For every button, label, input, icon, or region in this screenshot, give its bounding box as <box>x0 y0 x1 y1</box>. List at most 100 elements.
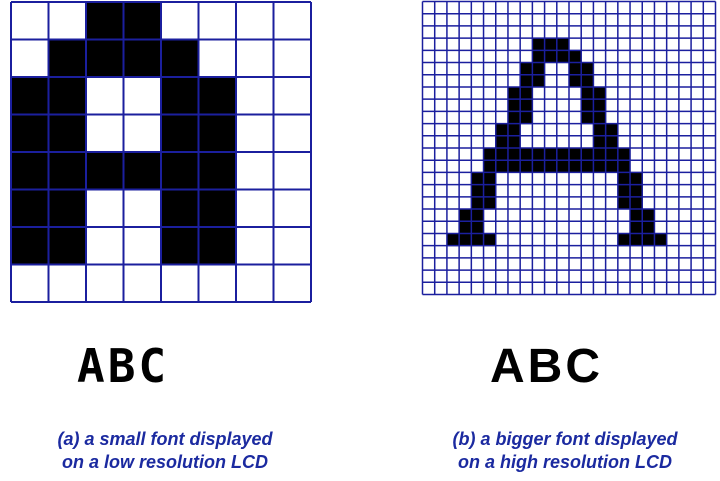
high-resolution-lit-pixel <box>557 50 570 63</box>
low-resolution-lit-pixel <box>49 227 87 265</box>
low-resolution-lit-pixel <box>199 190 237 228</box>
high-resolution-lit-pixel <box>459 209 472 222</box>
high-resolution-lit-pixel <box>642 209 655 222</box>
high-resolution-lit-pixel <box>532 148 545 161</box>
high-resolution-lit-pixel <box>496 124 509 137</box>
high-resolution-lit-pixel <box>532 63 545 76</box>
high-resolution-lit-pixel <box>496 136 509 149</box>
high-resolution-lit-pixel <box>545 38 558 51</box>
low-resolution-lit-pixel <box>86 2 124 40</box>
low-resolution-lit-pixel <box>161 115 199 153</box>
low-resolution-lit-pixel <box>49 115 87 153</box>
low-resolution-lit-pixel <box>199 77 237 115</box>
high-resolution-lit-pixel <box>459 233 472 246</box>
low-resolution-lit-pixel <box>124 40 162 78</box>
high-resolution-lit-pixel <box>557 148 570 161</box>
high-resolution-lit-pixel <box>484 172 497 185</box>
high-resolution-lit-pixel <box>508 136 521 149</box>
high-resolution-lit-pixel <box>520 99 533 112</box>
high-resolution-lit-pixel <box>581 160 594 173</box>
high-resolution-lit-pixel <box>593 148 606 161</box>
high-resolution-lit-pixel <box>508 148 521 161</box>
high-resolution-lit-pixel <box>520 160 533 173</box>
high-resolution-lit-pixel <box>484 160 497 173</box>
low-resolution-lit-pixel <box>199 115 237 153</box>
high-resolution-lit-pixel <box>606 148 619 161</box>
high-resolution-lit-pixel <box>459 221 472 234</box>
high-resolution-lit-pixel <box>532 50 545 63</box>
high-resolution-lit-pixel <box>642 233 655 246</box>
high-resolution-lit-pixel <box>618 233 631 246</box>
low-resolution-lit-pixel <box>124 152 162 190</box>
high-resolution-lit-pixel <box>618 172 631 185</box>
high-resolution-lit-pixel <box>484 233 497 246</box>
high-resolution-lit-pixel <box>569 148 582 161</box>
high-resolution-lit-pixel <box>606 136 619 149</box>
high-resolution-lit-pixel <box>618 160 631 173</box>
high-resolution-lit-pixel <box>581 63 594 76</box>
high-resolution-lit-pixel <box>581 87 594 100</box>
high-resolution-lit-pixel <box>447 233 460 246</box>
high-resolution-lit-pixel <box>484 148 497 161</box>
high-resolution-lit-pixel <box>471 197 484 210</box>
low-resolution-lit-pixel <box>11 227 49 265</box>
high-resolution-lit-pixel <box>630 221 643 234</box>
low-resolution-lit-pixel <box>11 190 49 228</box>
high-resolution-sample-text: ABC <box>490 343 603 391</box>
high-resolution-lit-pixel <box>593 111 606 124</box>
low-resolution-lit-pixel <box>86 40 124 78</box>
high-resolution-lit-pixel <box>642 221 655 234</box>
high-resolution-lit-pixel <box>557 160 570 173</box>
high-resolution-lit-pixel <box>630 197 643 210</box>
high-resolution-lit-pixel <box>545 50 558 63</box>
low-resolution-caption-line-2: on a low resolution LCD <box>0 451 330 474</box>
high-resolution-lit-pixel <box>606 160 619 173</box>
high-resolution-lit-pixel <box>508 160 521 173</box>
high-resolution-lit-pixel <box>618 185 631 198</box>
low-resolution-lit-pixel <box>161 227 199 265</box>
high-resolution-lit-pixel <box>618 197 631 210</box>
low-resolution-lit-pixel <box>11 152 49 190</box>
high-resolution-lit-pixel <box>557 38 570 51</box>
high-resolution-lit-pixel <box>471 221 484 234</box>
low-resolution-lit-pixel <box>161 190 199 228</box>
high-resolution-caption-line-1: (b) a bigger font displayed <box>410 428 720 451</box>
low-resolution-lit-pixel <box>199 152 237 190</box>
high-resolution-lit-pixel <box>471 185 484 198</box>
high-resolution-lit-pixel <box>593 87 606 100</box>
high-resolution-lit-pixel <box>532 75 545 88</box>
high-resolution-lit-pixel <box>508 124 521 137</box>
low-resolution-lit-pixel <box>11 115 49 153</box>
high-resolution-lit-pixel <box>569 75 582 88</box>
high-resolution-lit-pixel <box>581 148 594 161</box>
high-resolution-lit-pixel <box>569 50 582 63</box>
high-resolution-lit-pixel <box>471 233 484 246</box>
high-resolution-lit-pixel <box>581 111 594 124</box>
low-resolution-lit-pixel <box>161 152 199 190</box>
low-resolution-lit-pixel <box>124 2 162 40</box>
high-resolution-lit-pixel <box>593 136 606 149</box>
high-resolution-lit-pixel <box>520 87 533 100</box>
high-resolution-lit-pixel <box>630 233 643 246</box>
low-resolution-pixel-grid <box>9 0 313 304</box>
low-resolution-caption-line-1: (a) a small font displayed <box>0 428 330 451</box>
high-resolution-lit-pixel <box>508 87 521 100</box>
low-resolution-lit-pixel <box>161 40 199 78</box>
high-resolution-lit-pixel <box>654 233 667 246</box>
high-resolution-lit-pixel <box>496 160 509 173</box>
low-resolution-sample-text: ABC <box>77 343 169 389</box>
high-resolution-lit-pixel <box>630 209 643 222</box>
high-resolution-lit-pixel <box>508 111 521 124</box>
low-resolution-lit-pixel <box>49 152 87 190</box>
high-resolution-lit-pixel <box>520 148 533 161</box>
high-resolution-lit-pixel <box>520 63 533 76</box>
high-resolution-lit-pixel <box>593 99 606 112</box>
high-resolution-lit-pixel <box>532 160 545 173</box>
high-resolution-lit-pixel <box>471 209 484 222</box>
low-resolution-lit-pixel <box>49 77 87 115</box>
high-resolution-lit-pixel <box>496 148 509 161</box>
high-resolution-lit-pixel <box>508 99 521 112</box>
high-resolution-lit-pixel <box>630 172 643 185</box>
low-resolution-lit-pixel <box>86 152 124 190</box>
high-resolution-lit-pixel <box>545 160 558 173</box>
